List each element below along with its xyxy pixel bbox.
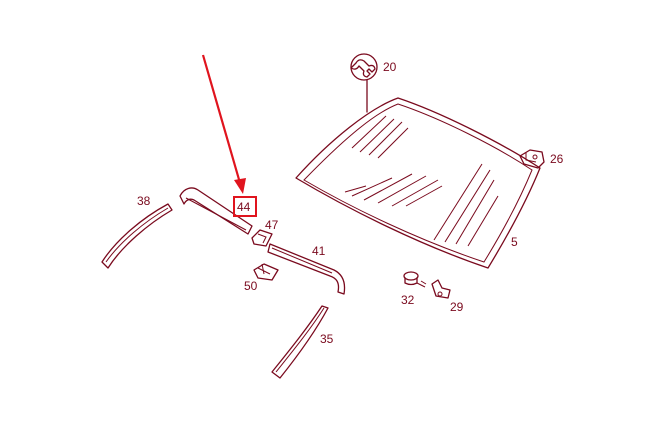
moulding-44-inner (185, 197, 247, 231)
trim-35-outline (271, 305, 329, 379)
clip-29-body (431, 279, 451, 299)
part-20-wrench-symbol[interactable] (350, 53, 378, 113)
label-35: 35 (320, 332, 334, 346)
wrench-icon (350, 53, 378, 81)
clip-29-hole (437, 291, 443, 297)
label-50: 50 (244, 279, 258, 293)
label-32: 32 (401, 293, 415, 307)
windshield-reflection-hatch (344, 115, 499, 247)
part-29-clip[interactable] (431, 279, 451, 299)
part-35-trim-strip[interactable] (271, 305, 329, 379)
label-5: 5 (511, 235, 518, 249)
part-32-screw[interactable] (403, 271, 427, 288)
moulding-41-outline (267, 243, 346, 295)
windshield-outline (295, 97, 541, 269)
part-47-connector[interactable] (251, 229, 273, 247)
part-38-trim-strip[interactable] (101, 203, 173, 269)
label-26: 26 (550, 152, 564, 166)
label-20: 20 (383, 60, 397, 74)
screw-32-thread (416, 280, 427, 288)
arrow-head (234, 178, 246, 194)
part-26-clip[interactable] (519, 149, 545, 169)
connector-47-body (251, 229, 273, 247)
part-5-windshield[interactable] (295, 97, 541, 269)
label-29: 29 (450, 300, 464, 314)
bracket-50-detail (257, 263, 271, 275)
moulding-44-outline (179, 187, 253, 235)
trim-38-inner (105, 207, 169, 263)
trim-35-inner (275, 307, 325, 373)
part-44-trim-moulding[interactable] (179, 187, 253, 235)
label-41: 41 (312, 244, 326, 258)
windshield-inner-edge (303, 103, 533, 263)
clip-26-detail (525, 152, 537, 163)
label-44: 44 (237, 200, 251, 214)
screw-32-head (403, 271, 419, 281)
label-38: 38 (137, 194, 151, 208)
label-47: 47 (265, 218, 279, 232)
highlight-arrow (201, 54, 246, 194)
part-50-bracket[interactable] (253, 263, 279, 281)
clip-26-hole (532, 154, 538, 160)
label-44-highlight-box (233, 196, 257, 217)
clip-26-body (519, 149, 545, 169)
moulding-41-inner (271, 247, 333, 274)
trim-38-outline (101, 203, 173, 269)
part-41-trim-moulding[interactable] (267, 243, 346, 295)
wrench-glyph (350, 59, 376, 78)
screw-32-collar (404, 277, 418, 286)
connector-47-detail (257, 233, 267, 244)
